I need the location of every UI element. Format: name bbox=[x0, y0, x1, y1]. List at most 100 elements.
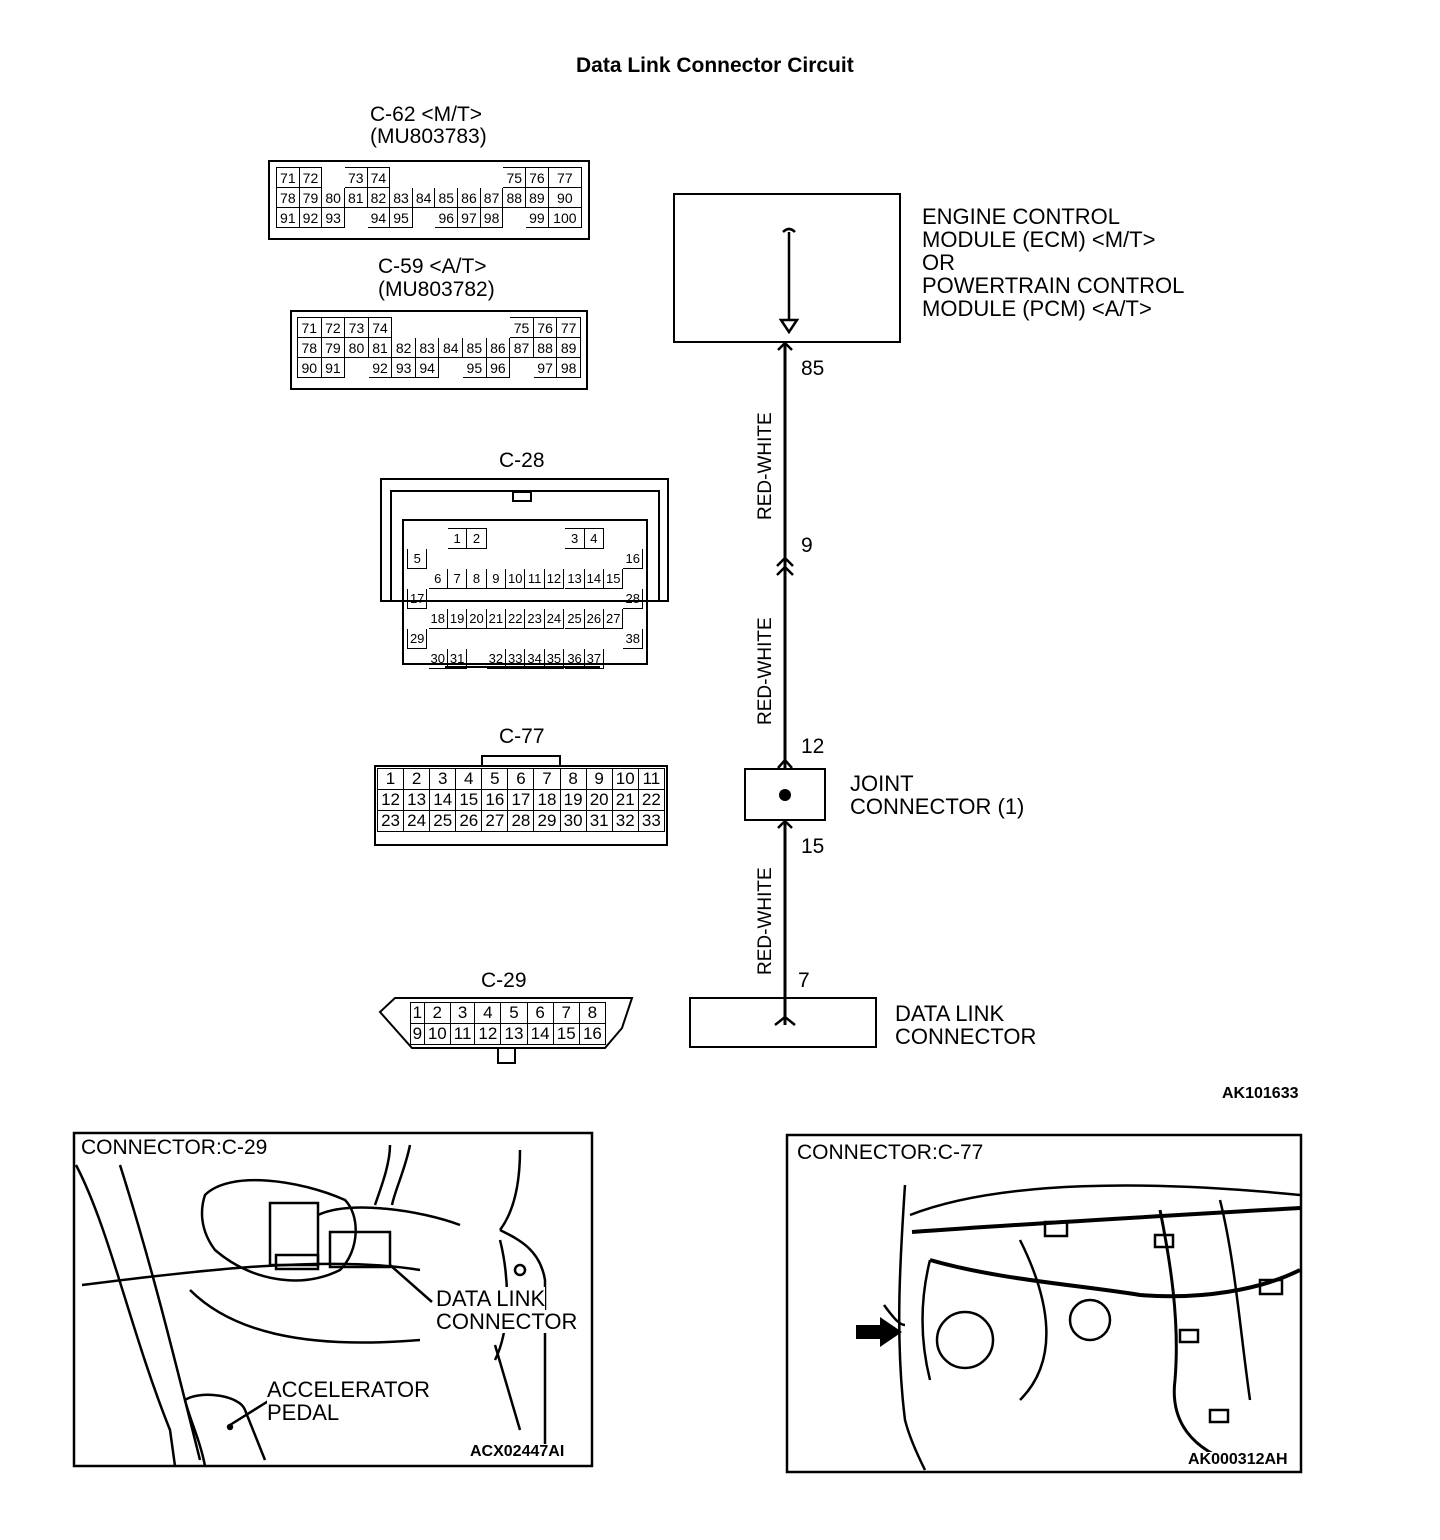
c77-pin-26: 26 bbox=[455, 810, 483, 832]
c77-pin-15: 15 bbox=[455, 789, 483, 811]
c62-pin-77: 77 bbox=[547, 167, 583, 188]
c62-pin-72: 72 bbox=[298, 167, 323, 188]
c28-pin-18: 18 bbox=[427, 608, 448, 629]
dlc-label-line2: CONNECTOR bbox=[895, 1024, 1037, 1049]
c77-pin-3: 3 bbox=[429, 768, 457, 790]
c59-pin-95: 95 bbox=[462, 357, 487, 378]
c77-pin-1: 1 bbox=[376, 768, 405, 790]
c28-pin-2: 2 bbox=[466, 528, 487, 549]
c28-pin-38: 38 bbox=[622, 628, 643, 649]
ecm-label-line1: ENGINE CONTROL bbox=[922, 204, 1121, 229]
c59-pin-92: 92 bbox=[367, 357, 393, 378]
c62-pin-93: 93 bbox=[321, 207, 345, 228]
c62-pin-81: 81 bbox=[343, 187, 368, 208]
c28-pin-25: 25 bbox=[564, 608, 585, 629]
c77-pin-23: 23 bbox=[376, 810, 405, 832]
c29-pin-13: 13 bbox=[500, 1023, 528, 1045]
c59-pin-80: 80 bbox=[344, 337, 369, 358]
c62-pin-90: 90 bbox=[547, 187, 583, 208]
c77-pin-11: 11 bbox=[637, 768, 666, 790]
ecm-label-line5: MODULE (PCM) <A/T> bbox=[922, 296, 1152, 321]
c59-pin-84: 84 bbox=[438, 337, 464, 358]
joint-connector-label-line2: CONNECTOR (1) bbox=[850, 794, 1025, 819]
c59-pin-82: 82 bbox=[391, 337, 416, 358]
c62-pin-100: 100 bbox=[547, 207, 583, 228]
c77-pin-10: 10 bbox=[611, 768, 639, 790]
c28-pin-37: 37 bbox=[583, 648, 605, 669]
c59-connector-frame bbox=[290, 310, 588, 390]
c29-label: C-29 bbox=[481, 969, 527, 992]
c77-pin-27: 27 bbox=[481, 810, 509, 832]
c77-pin-4: 4 bbox=[455, 768, 483, 790]
c77-pin-31: 31 bbox=[585, 810, 613, 832]
c62-part-number: (MU803783) bbox=[370, 125, 487, 148]
c62-pin-98: 98 bbox=[479, 207, 504, 228]
c28-pin-20: 20 bbox=[466, 608, 487, 629]
joint-connector-label-line1: JOINT bbox=[850, 771, 914, 796]
c77-label: C-77 bbox=[499, 725, 545, 748]
c28-pin-6: 6 bbox=[427, 568, 448, 589]
c28-pin-24: 24 bbox=[543, 608, 565, 629]
dlc-box bbox=[689, 997, 877, 1048]
c77-pin-33: 33 bbox=[637, 810, 666, 832]
c28-pin-22: 22 bbox=[505, 608, 526, 629]
c28-pin-33: 33 bbox=[505, 648, 526, 669]
c28-pin-16: 16 bbox=[622, 548, 643, 569]
pin-85: 85 bbox=[801, 357, 825, 380]
c59-part-number: (MU803782) bbox=[378, 278, 495, 301]
c77-pin-19: 19 bbox=[559, 789, 587, 811]
diagram-title: Data Link Connector Circuit bbox=[576, 54, 854, 77]
c28-pin-15: 15 bbox=[603, 568, 624, 589]
c62-pin-79: 79 bbox=[298, 187, 323, 208]
c77-pin-30: 30 bbox=[559, 810, 587, 832]
dlc-label-line1: DATA LINK bbox=[895, 1001, 1005, 1026]
c28-pin-23: 23 bbox=[524, 608, 545, 629]
c28-pin-12: 12 bbox=[543, 568, 565, 589]
c62-pin-99: 99 bbox=[525, 207, 549, 228]
c59-label: C-59 <A/T> bbox=[378, 255, 487, 278]
ecm-label-line4: POWERTRAIN CONTROL bbox=[922, 273, 1185, 298]
c59-pin-74: 74 bbox=[367, 317, 393, 338]
c28-pin-11: 11 bbox=[524, 568, 545, 589]
c59-pin-91: 91 bbox=[320, 357, 346, 378]
ecm-label-line2: MODULE (ECM) <M/T> bbox=[922, 227, 1156, 252]
left-view-pedal-line2: PEDAL bbox=[267, 1400, 340, 1425]
ecm-label-line3: OR bbox=[922, 250, 955, 275]
c28-label: C-28 bbox=[499, 449, 545, 472]
c62-pin-88: 88 bbox=[502, 187, 527, 208]
c29-pin-15: 15 bbox=[552, 1023, 580, 1045]
c28-pin-17: 17 bbox=[406, 588, 428, 609]
c59-pin-96: 96 bbox=[485, 357, 511, 378]
c59-pin-87: 87 bbox=[509, 337, 534, 358]
c77-pin-17: 17 bbox=[507, 789, 535, 811]
c29-pin-10: 10 bbox=[423, 1023, 451, 1045]
wire-color-label-1: RED-WHITE bbox=[755, 412, 776, 520]
c29-pin-11: 11 bbox=[449, 1023, 476, 1045]
c28-pin-13: 13 bbox=[564, 568, 585, 589]
c62-pin-92: 92 bbox=[298, 207, 323, 228]
c77-pin-18: 18 bbox=[533, 789, 561, 811]
c62-pin-91: 91 bbox=[276, 207, 300, 228]
c28-pin-26: 26 bbox=[583, 608, 605, 629]
c59-pin-90: 90 bbox=[297, 357, 322, 378]
wire-color-label-2: RED-WHITE bbox=[755, 617, 776, 725]
left-view-dlc-line1: DATA LINK bbox=[436, 1286, 546, 1311]
figure-code-circuit: AK101633 bbox=[1222, 1085, 1299, 1102]
right-view-code: AK000312AH bbox=[1188, 1451, 1288, 1468]
c28-outer-shell bbox=[380, 478, 669, 602]
c77-connector-frame bbox=[374, 765, 668, 846]
ecm-box bbox=[673, 193, 901, 343]
c62-pin-71: 71 bbox=[276, 167, 300, 188]
left-view-title: CONNECTOR:C-29 bbox=[81, 1136, 268, 1159]
